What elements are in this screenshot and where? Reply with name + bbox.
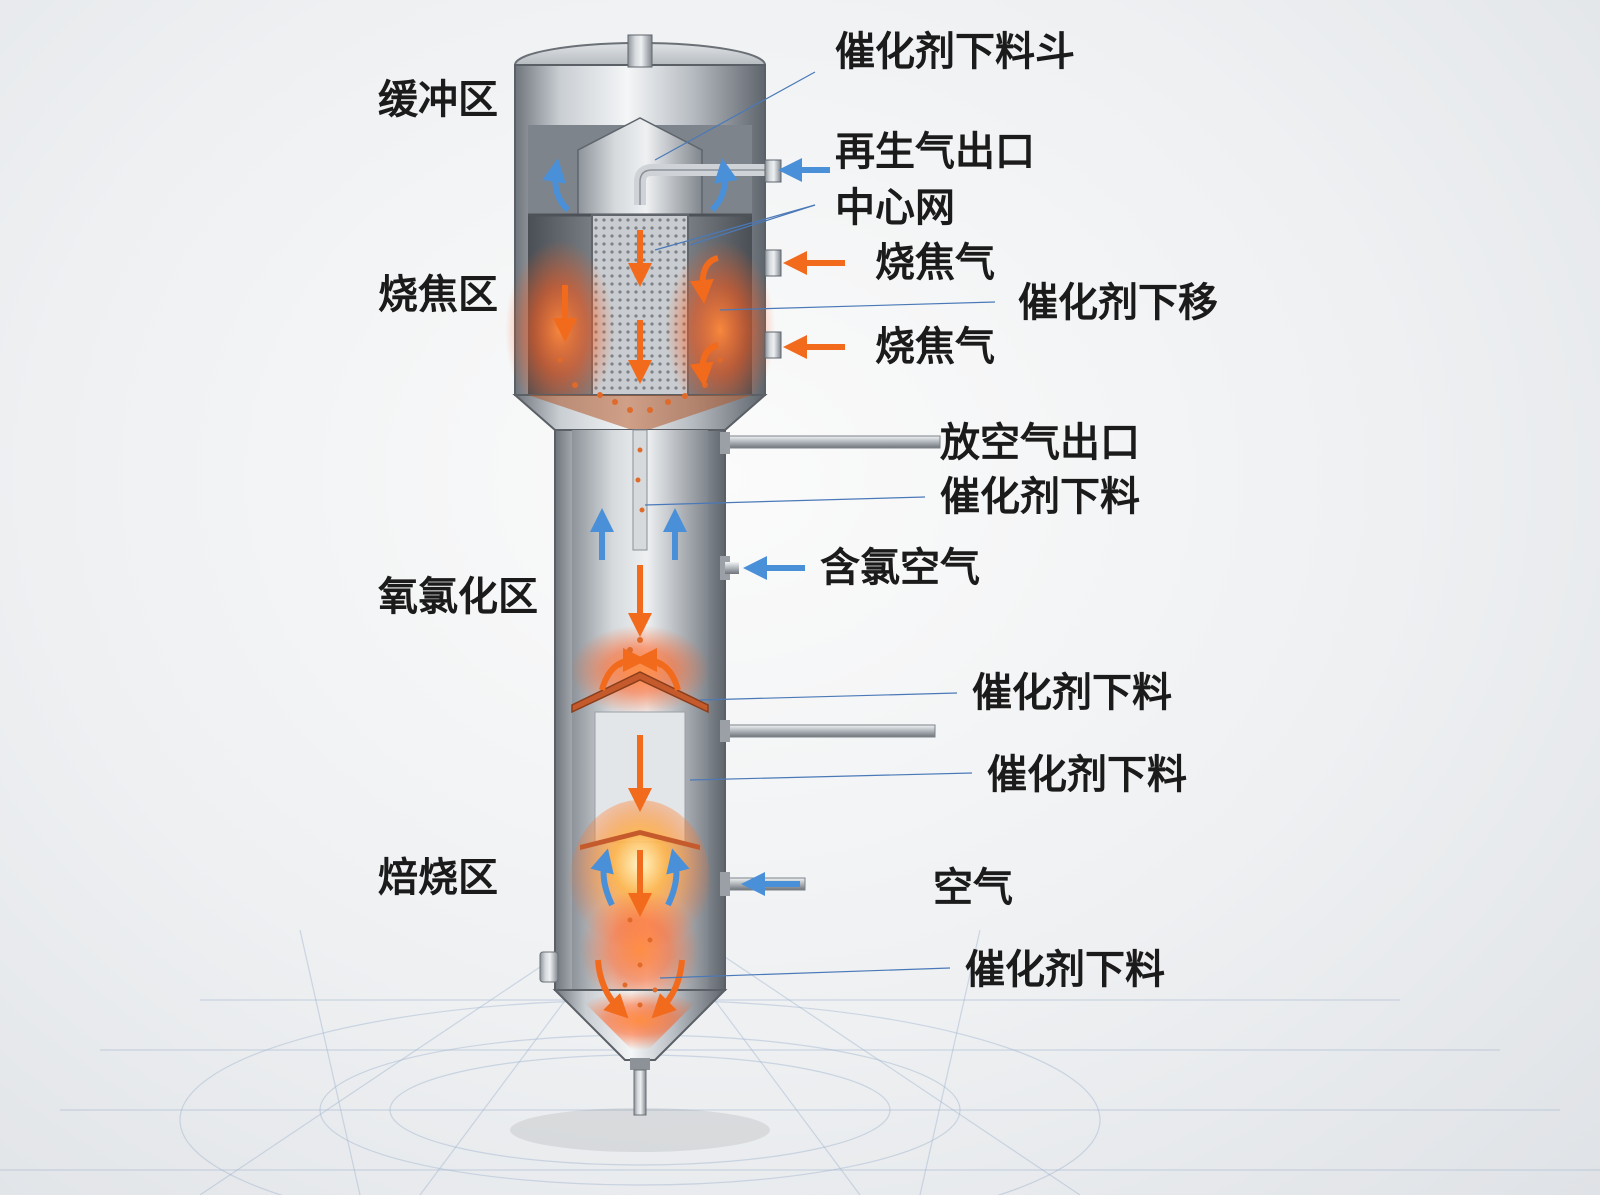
callout-catalyst-down-1: 催化剂下料	[940, 474, 1140, 520]
callout-catalyst-moving-down: 催化剂下移	[1018, 280, 1218, 326]
callout-catalyst-down-4: 催化剂下料	[965, 947, 1165, 993]
zone-label-coke-burning: 烧焦区	[378, 272, 498, 318]
leader-lines	[644, 71, 996, 979]
cool-flow-arrows	[542, 158, 830, 907]
callout-air: 空气	[933, 865, 1013, 911]
callout-catalyst-down-2: 催化剂下料	[972, 670, 1172, 716]
zone-label-calcination: 焙烧区	[378, 855, 498, 901]
hot-flow-arrows	[553, 230, 845, 1019]
callout-coke-gas-2: 烧焦气	[875, 324, 995, 370]
callout-catalyst-hopper: 催化剂下料斗	[835, 29, 1075, 75]
zone-label-buffer: 缓冲区	[378, 77, 498, 123]
vessel-shadow	[510, 1108, 770, 1152]
callout-coke-gas-1: 烧焦气	[875, 240, 995, 286]
callout-regen-gas-outlet: 再生气出口	[835, 129, 1035, 175]
floor-grid	[0, 899, 1600, 1195]
zone-label-oxychlorination: 氧氯化区	[378, 574, 538, 620]
callout-catalyst-down-3: 催化剂下料	[987, 752, 1187, 798]
callout-chlorine-air: 含氯空气	[820, 545, 980, 591]
callout-center-screen: 中心网	[835, 185, 955, 231]
callout-vent-gas-outlet: 放空气出口	[940, 420, 1140, 466]
